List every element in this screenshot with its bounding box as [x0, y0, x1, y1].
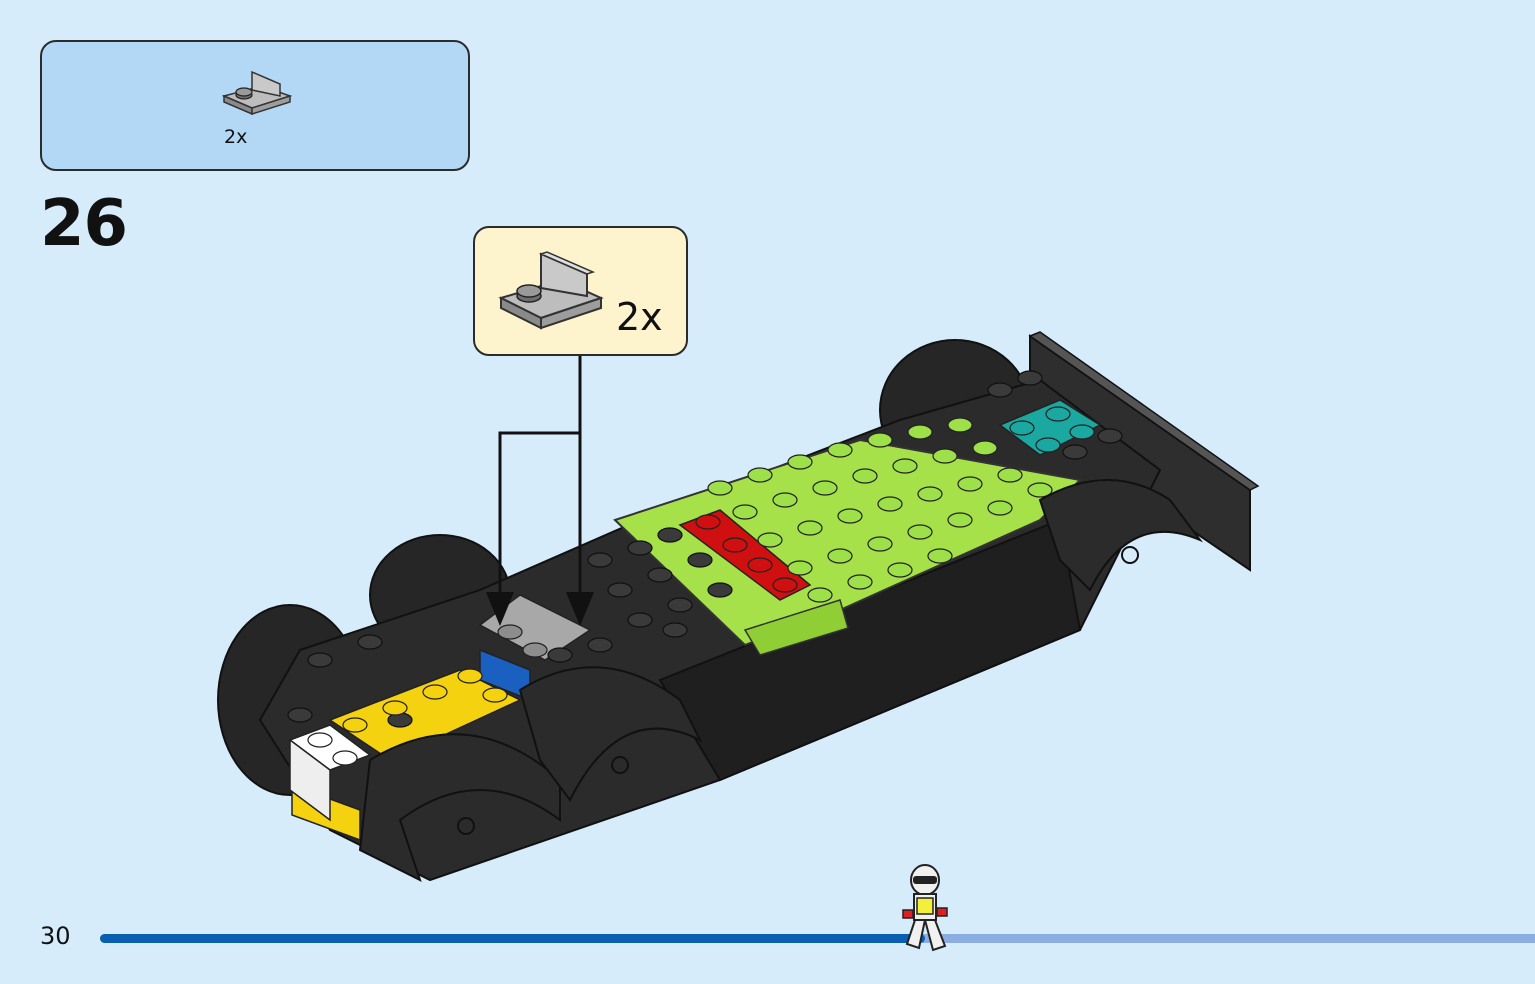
- rear-fender: [1038, 479, 1204, 592]
- grey-studs: [497, 624, 548, 658]
- lime-studs: [707, 417, 1053, 603]
- axle-pins: [457, 546, 1139, 835]
- yellow-plate: [328, 669, 522, 761]
- grey-bracket-plate-icon: [498, 251, 604, 330]
- teal-studs: [1009, 406, 1095, 453]
- red-studs: [695, 514, 798, 593]
- front-fender: [358, 733, 561, 882]
- parts-list-box: 2x: [40, 40, 470, 171]
- step-number: 26: [40, 187, 128, 261]
- progress-bar: [100, 934, 1535, 943]
- placement-arrows: [498, 356, 582, 595]
- arrow-heads: [486, 592, 594, 626]
- minifigure-runner-icon: [902, 864, 948, 952]
- grey-bracket-plate-icon: [222, 70, 293, 116]
- white-studs: [307, 732, 358, 766]
- sub-assembly-callout: 2x: [473, 226, 688, 356]
- page-number: 30: [40, 922, 71, 950]
- callout-quantity: 2x: [616, 295, 663, 339]
- teal-plate: [998, 399, 1102, 456]
- black-studs: [287, 370, 1123, 728]
- progress-bar-fill: [100, 934, 926, 943]
- parts-quantity: 2x: [224, 126, 248, 148]
- yellow-studs: [342, 668, 508, 733]
